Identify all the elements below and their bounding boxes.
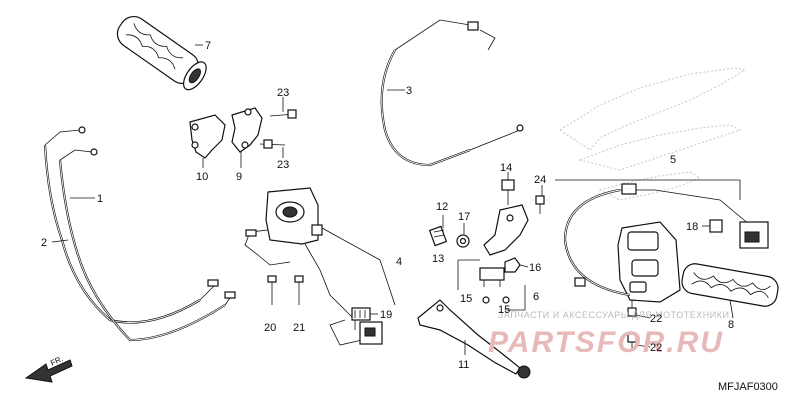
connector-block [739,221,769,249]
label-15a: 15 [460,293,472,305]
connector-18 [709,219,723,233]
label-6: 6 [533,291,539,303]
label-23b: 23 [277,159,289,171]
throttle-cable-1 [43,126,219,324]
screw-23a [269,109,297,119]
label-9: 9 [236,171,242,183]
screw-22a [627,300,637,317]
label-12: 12 [436,201,448,213]
label-8: 8 [728,319,734,331]
label-10: 10 [196,171,208,183]
screw-20 [267,275,277,305]
throttle-grip [116,15,207,91]
nut-16 [504,257,521,273]
diagram-code: MFJAF0300 [718,381,778,393]
label-4: 4 [396,256,402,268]
label-13: 13 [432,253,444,265]
lever-11 [417,299,531,379]
screw-23b [259,139,286,149]
label-3: 3 [406,85,412,97]
label-23a: 23 [277,87,289,99]
label-15b: 15 [498,304,510,316]
label-5: 5 [670,154,676,166]
cable-3 [380,19,524,167]
screw-15a [482,296,490,304]
label-17: 17 [458,211,470,223]
washer-17 [456,234,470,248]
connector-19 [351,307,383,345]
label-24: 24 [534,174,546,186]
label-7: 7 [205,40,211,52]
watermark-caption: ЗАПЧАСТИ И АКСЕССУАРЫ ДЛЯ МОТОТЕХНИКИ [498,310,729,320]
label-14: 14 [500,162,512,174]
throttle-housing-upper [189,114,226,159]
screw-15b [502,296,510,304]
switch-housing-left [244,187,363,346]
watermark-brand: PARTSFOR.RU [488,326,724,359]
label-22a: 22 [650,313,662,325]
label-21: 21 [293,322,305,334]
lever-bracket [483,204,529,256]
label-11: 11 [458,359,469,371]
throttle-cable-2 [58,148,236,342]
bolt-14 [501,179,515,205]
label-19: 19 [380,309,392,321]
label-18: 18 [686,221,698,233]
front-direction-arrow: FR. [24,354,73,383]
screw-24 [535,195,545,214]
label-22b: 22 [650,342,662,354]
label-16: 16 [529,262,541,274]
screw-21 [294,275,304,305]
label-1: 1 [97,193,103,205]
label-2: 2 [41,237,47,249]
adjuster-12 [428,225,448,247]
switch-housing-right [563,183,751,303]
screw-22b [627,333,637,348]
clutch-switch [479,267,505,287]
throttle-housing-lower [231,107,263,153]
grip-right [681,263,779,307]
label-20: 20 [264,322,276,334]
